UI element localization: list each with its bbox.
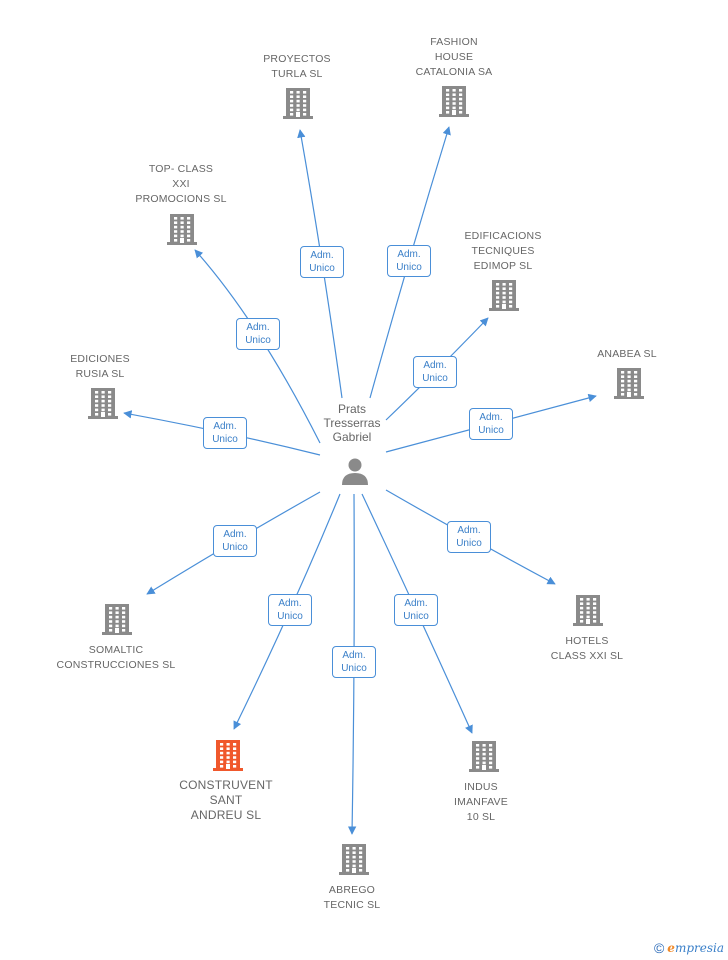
edge-role-line1: Adm.	[278, 598, 302, 609]
node-label-construvent[interactable]: CONSTRUVENT SANT ANDREU SL	[179, 778, 273, 822]
node-label-edificacions[interactable]: EDIFICACIONS TECNIQUES EDIMOP SL	[464, 230, 542, 272]
building-icon-proyectos-turla[interactable]	[283, 88, 313, 119]
edge-role-line2: Unico	[222, 542, 248, 553]
node-label-proyectos-turla[interactable]: PROYECTOS TURLA SL	[263, 53, 331, 80]
edge-role-line2: Unico	[341, 663, 367, 674]
building-icon-top-class[interactable]	[167, 214, 197, 245]
node-label-hotels-class[interactable]: HOTELS CLASS XXI SL	[550, 635, 624, 662]
edge-role-line2: Unico	[456, 538, 482, 549]
edge-role-line1: Adm.	[310, 250, 334, 261]
edge-role-line2: Unico	[212, 434, 238, 445]
edge-role-box-top-class[interactable]: Adm. Unico	[236, 318, 280, 350]
center-person-label[interactable]: Prats Tresserras Gabriel	[323, 402, 381, 444]
building-icon-anabea[interactable]	[614, 368, 644, 399]
edge-role-line2: Unico	[422, 373, 448, 384]
edge-role-box-proyectos-turla[interactable]: Adm. Unico	[300, 246, 344, 278]
building-icon-ediciones-rusia[interactable]	[88, 388, 118, 419]
node-label-somaltic[interactable]: SOMALTIC CONSTRUCCIONES SL	[56, 644, 176, 671]
building-icon-indus-imanfave[interactable]	[469, 741, 499, 772]
building-icon-hotels-class[interactable]	[573, 595, 603, 626]
node-label-anabea[interactable]: ANABEA SL	[597, 348, 657, 360]
edge-role-box-indus-imanfave[interactable]: Adm. Unico	[394, 594, 438, 626]
edge-role-box-hotels-class[interactable]: Adm. Unico	[447, 521, 491, 553]
edge-role-line2: Unico	[478, 425, 504, 436]
edge-role-line2: Unico	[245, 335, 271, 346]
edge-role-line1: Adm.	[246, 322, 270, 333]
edge-role-box-construvent[interactable]: Adm. Unico	[268, 594, 312, 626]
building-icon-construvent[interactable]	[213, 740, 243, 771]
edge-role-line2: Unico	[396, 262, 422, 273]
building-icon-fashion-house[interactable]	[439, 86, 469, 117]
edge-role-box-somaltic[interactable]: Adm. Unico	[213, 525, 257, 557]
building-icon-somaltic[interactable]	[102, 604, 132, 635]
edge-role-box-abrego[interactable]: Adm. Unico	[332, 646, 376, 678]
edge-role-line1: Adm.	[213, 421, 237, 432]
edge-role-line1: Adm.	[342, 650, 366, 661]
person-icon[interactable]	[342, 458, 368, 486]
edge-role-line1: Adm.	[397, 249, 421, 260]
edge-role-box-edificacions[interactable]: Adm. Unico	[413, 356, 457, 388]
node-label-abrego[interactable]: ABREGO TECNIC SL	[323, 884, 381, 911]
edge-role-line1: Adm.	[423, 360, 447, 371]
building-icon-abrego[interactable]	[339, 844, 369, 875]
node-label-top-class[interactable]: TOP- CLASS XXI PROMOCIONS SL	[135, 163, 227, 205]
edge-role-box-anabea[interactable]: Adm. Unico	[469, 408, 513, 440]
edge-role-line2: Unico	[309, 263, 335, 274]
edge-role-box-fashion-house[interactable]: Adm. Unico	[387, 245, 431, 277]
copyright-symbol: ©	[653, 940, 665, 956]
node-label-fashion-house[interactable]: FASHION HOUSE CATALONIA SA	[415, 36, 493, 78]
footer-brand: © empresia	[654, 940, 724, 956]
edge-role-line1: Adm.	[404, 598, 428, 609]
node-label-ediciones-rusia[interactable]: EDICIONES RUSIA SL	[70, 353, 130, 380]
edge-role-line2: Unico	[403, 611, 429, 622]
edge-role-line1: Adm.	[223, 529, 247, 540]
empresia-logo[interactable]: empresia	[667, 941, 724, 955]
edge-role-box-ediciones-rusia[interactable]: Adm. Unico	[203, 417, 247, 449]
building-icon-edificacions[interactable]	[489, 280, 519, 311]
node-label-indus-imanfave[interactable]: INDUS IMANFAVE 10 SL	[454, 781, 508, 823]
edge-role-line1: Adm.	[479, 412, 503, 423]
edge-role-line2: Unico	[277, 611, 303, 622]
edge-role-line1: Adm.	[457, 525, 481, 536]
